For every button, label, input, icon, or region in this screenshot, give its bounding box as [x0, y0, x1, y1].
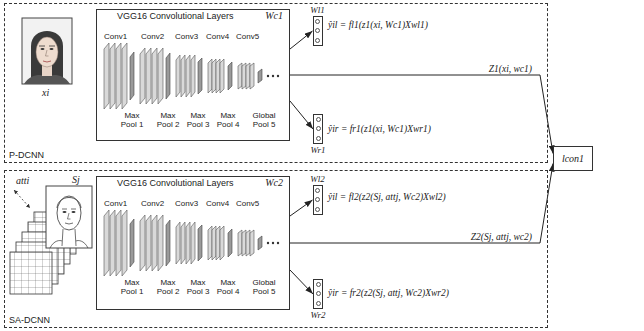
vector-element — [315, 38, 320, 43]
vector-element — [315, 19, 320, 24]
weight-vector: Wr1 — [306, 114, 330, 158]
pool-label: Max Pool 4 — [214, 278, 242, 296]
formula-label: ŷil = fl1(z1(xi, Wc1)Xwl1) — [328, 20, 428, 30]
vector-element — [316, 117, 321, 122]
loss-label: lcon1 — [562, 153, 584, 164]
connector — [290, 31, 313, 49]
vector-element — [315, 207, 320, 212]
input-label: xi — [42, 87, 49, 98]
input-label: Sj — [72, 174, 80, 185]
layer-label: Conv2 — [141, 32, 164, 41]
weight-vector: Wr2 — [306, 279, 330, 323]
weight-vector: Wl1 — [306, 4, 329, 48]
network-panel: P-DCNN VGG16 Convolutional Layers Wc1 Wl1Wr… — [4, 3, 548, 163]
layer-label: Conv3 — [175, 32, 198, 41]
pool-label: Max Pool 2 — [154, 111, 182, 129]
weight-label: Wl1 — [310, 4, 325, 16]
input-label: atti — [16, 175, 29, 186]
pool-label: Max Pool 2 — [154, 278, 182, 296]
vector-symbol — [313, 16, 323, 46]
layer-label: Conv5 — [236, 199, 259, 208]
network-title: VGG16 Convolutional Layers — [117, 11, 234, 21]
layer-label: Conv1 — [104, 199, 127, 208]
edge-label: Z2(Sj, attj, wc2) — [469, 232, 534, 242]
vector-element — [316, 126, 321, 131]
layer-label: Conv3 — [175, 199, 198, 208]
layer-label: Conv5 — [236, 32, 259, 41]
pool-label: Max Pool 3 — [184, 111, 212, 129]
edge-label: Z1(xi, wc1) — [487, 64, 534, 74]
vector-element — [316, 301, 321, 306]
vector-element — [315, 28, 320, 33]
weight-label: Wr2 — [310, 309, 325, 321]
vector-element — [315, 197, 320, 202]
vector-symbol — [313, 114, 323, 144]
connector — [290, 200, 313, 216]
connector — [290, 101, 313, 129]
pool-label: Max Pool 3 — [184, 278, 212, 296]
connector — [290, 270, 313, 294]
vector-symbol — [313, 279, 323, 309]
weight-vector: Wl2 — [306, 173, 329, 217]
layer-label: Conv4 — [206, 32, 229, 41]
vector-element — [316, 136, 321, 141]
pool-label: Global Pool 5 — [248, 111, 280, 129]
pool-label: Max Pool 1 — [118, 278, 146, 296]
formula-label: ŷir = fr2(z2(Sj, attj, Wc2)Xwr2) — [328, 288, 449, 298]
pool-label: Max Pool 4 — [214, 111, 242, 129]
panel-title: SA-DCNN — [9, 315, 50, 325]
pool-label: Max Pool 1 — [118, 111, 146, 129]
weight-label: Wr1 — [310, 144, 325, 156]
connector — [290, 164, 553, 244]
formula-label: ŷir = fr1(z1(xi, Wc1)Xwr1) — [328, 124, 431, 134]
vector-element — [316, 291, 321, 296]
layer-label: Conv2 — [141, 199, 164, 208]
loss-box: lcon1 — [553, 146, 593, 171]
vector-symbol — [313, 185, 323, 215]
weight-label: Wl2 — [310, 173, 325, 185]
connector — [290, 75, 553, 154]
network-title: VGG16 Convolutional Layers — [117, 178, 234, 188]
layer-label: Conv1 — [104, 32, 127, 41]
network-panel: SA-DCNN VGG16 Convolutional Layers Wc2 Wl2W… — [4, 170, 548, 328]
pool-label: Global Pool 5 — [248, 278, 280, 296]
layer-label: Conv4 — [206, 199, 229, 208]
weight-label: Wc1 — [265, 10, 283, 21]
vector-element — [315, 188, 320, 193]
vector-element — [316, 282, 321, 287]
panel-title: P-DCNN — [9, 150, 44, 160]
weight-label: Wc2 — [265, 177, 283, 188]
formula-label: ŷil = fl2(z2(Sj, attj, Wc2)Xwl2) — [328, 192, 446, 202]
